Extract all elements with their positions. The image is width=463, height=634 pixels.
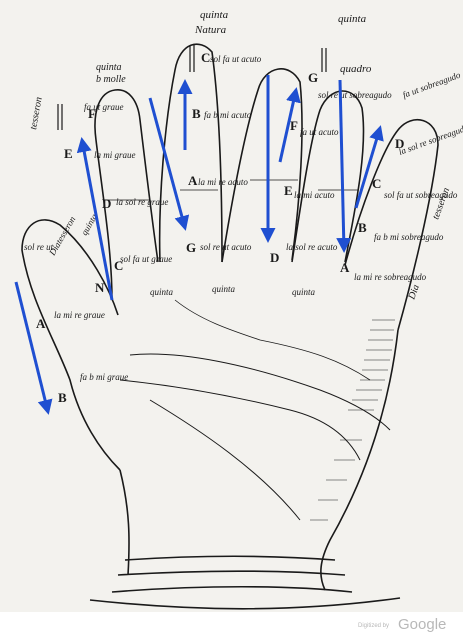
syl-sol-fa-ut-sobreagudo: sol fa ut sobreagudo [384,190,458,200]
letter-a-thumb: A [36,316,46,331]
letter-g-middle: G [186,240,196,255]
letter-e-index: E [64,146,73,161]
syl-la-mi-re-sobreagudo: la mi re sobreagudo [354,272,427,282]
letter-b-middle: B [192,106,201,121]
label-quadro: quadro [340,63,372,75]
syl-fa-b-mi-sobreagudo: fa b mi sobreagudo [374,232,444,242]
label-quinta-top: quinta [200,9,229,21]
letter-n-thumb: N [95,280,105,295]
watermark-google: Google [398,616,446,633]
syl-sol-fa-ut-graue: sol fa ut graue [120,254,172,264]
syl-sol-re-ut-acuto-mid: sol re ut acuto [200,242,252,252]
syl-fa-ut-graue: fa ut graue [84,102,124,112]
letter-a-little: A [340,260,350,275]
letter-b-thumb: B [58,390,67,405]
letter-e-ring: E [284,183,293,198]
paper-background [0,0,463,612]
syl-la-mi-graue: la mi graue [94,150,136,160]
syl-solfa-ut-acuto: sol fa ut acuto [210,54,262,64]
syl-la-mi-acuto: la mi acuto [294,190,335,200]
letter-g-ring: G [308,70,318,85]
letter-c-middle: C [201,50,210,65]
syl-quinta-under-1: quinta [150,287,174,297]
letter-d-index: D [102,196,111,211]
label-natura: Natura [194,24,227,36]
syl-quinta-under-2: quinta [212,284,236,294]
syl-la-mi-re-acuto: la mi re acuto [198,177,248,187]
letter-b-little: B [358,220,367,235]
syl-fa-b-mi-graue: fa b mi graue [80,372,128,382]
syl-la-sol-re-graue: la sol re graue [116,197,168,207]
syl-quinta-under-3: quinta [292,287,316,297]
label-quinta-right: quinta [338,13,367,25]
syl-sol-re-ut-sobreagudo: sol re ut sobreagudo [318,90,392,100]
syl-fa-b-mi-acuto: fa b mi acuto [204,110,252,120]
letter-a-middle: A [188,173,198,188]
label-quinta-bmolle: quinta [96,62,122,73]
letter-c-little: C [372,176,381,191]
syl-la-mi-re-graue: la mi re graue [54,310,105,320]
watermark-digitized: Digitized by [358,623,389,629]
label-bmolle: b molle [96,74,126,85]
syl-fa-ut-acuto-ring: fa ut acuto [300,127,339,137]
letter-f-ring: F [290,118,298,133]
letter-d-ring: D [270,250,279,265]
syl-la-sol-re-acuto: la sol re acuto [286,242,338,252]
